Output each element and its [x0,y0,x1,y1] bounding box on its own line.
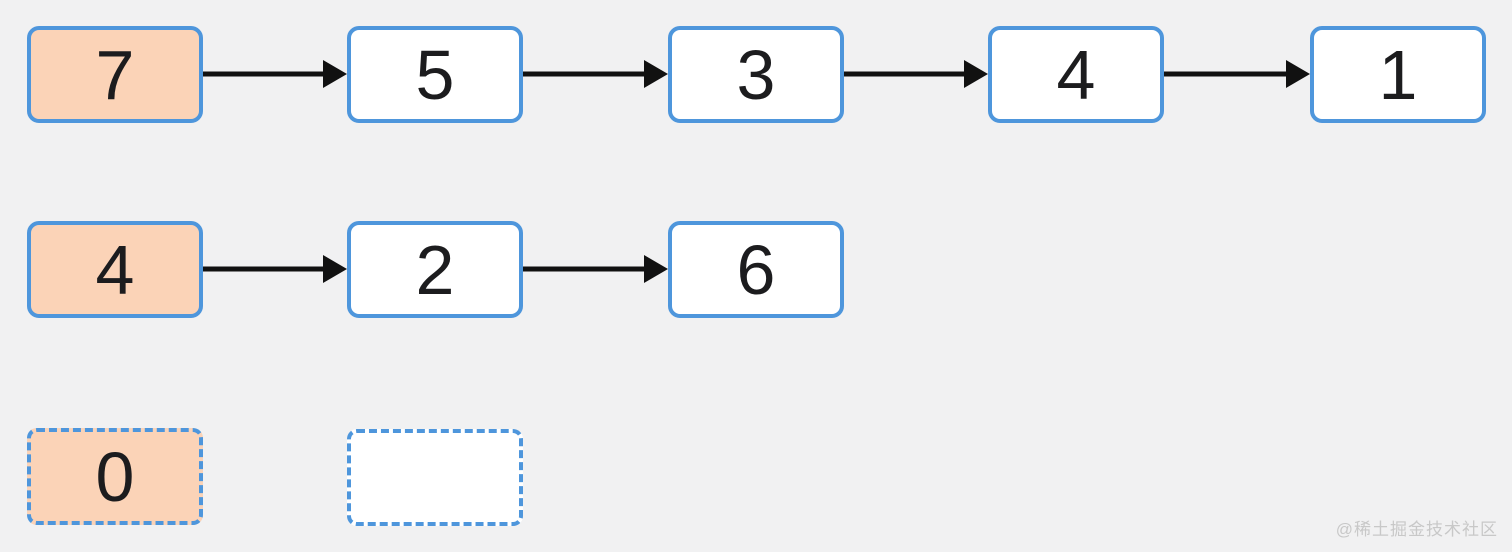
arrow-icon [203,59,347,89]
arrow-head [964,60,988,88]
node-value: 6 [736,230,776,309]
arrow-head [1286,60,1310,88]
arrow-icon [203,254,347,284]
arrow-icon [844,59,988,89]
node-value: 4 [1056,35,1096,114]
arrow-shaft [1164,71,1292,77]
list1-node-tail: 1 [1310,26,1486,123]
node-value: 2 [415,230,455,309]
watermark-text: @稀土掘金技术社区 [1335,520,1498,539]
list2-node-head: 4 [27,221,203,318]
arrow-head [323,60,347,88]
list1-node-head: 7 [27,26,203,123]
pending-node-empty [347,429,523,526]
arrow-icon [523,59,668,89]
list1-node-2: 5 [347,26,523,123]
node-value: 0 [95,437,135,516]
node-value: 1 [1378,35,1418,114]
node-value: 7 [95,35,135,114]
arrow-head [644,60,668,88]
list1-node-4: 4 [988,26,1164,123]
arrow-shaft [203,71,329,77]
arrow-head [323,255,347,283]
arrow-shaft [523,266,650,272]
list1-node-3: 3 [668,26,844,123]
list2-node-tail: 6 [668,221,844,318]
node-value: 3 [736,35,776,114]
arrow-shaft [203,266,329,272]
arrow-icon [523,254,668,284]
list2-node-2: 2 [347,221,523,318]
arrow-shaft [523,71,650,77]
pending-node-filled: 0 [27,428,203,525]
arrow-head [644,255,668,283]
arrow-icon [1164,59,1310,89]
arrow-shaft [844,71,970,77]
node-value: 4 [95,230,135,309]
node-value: 5 [415,35,455,114]
